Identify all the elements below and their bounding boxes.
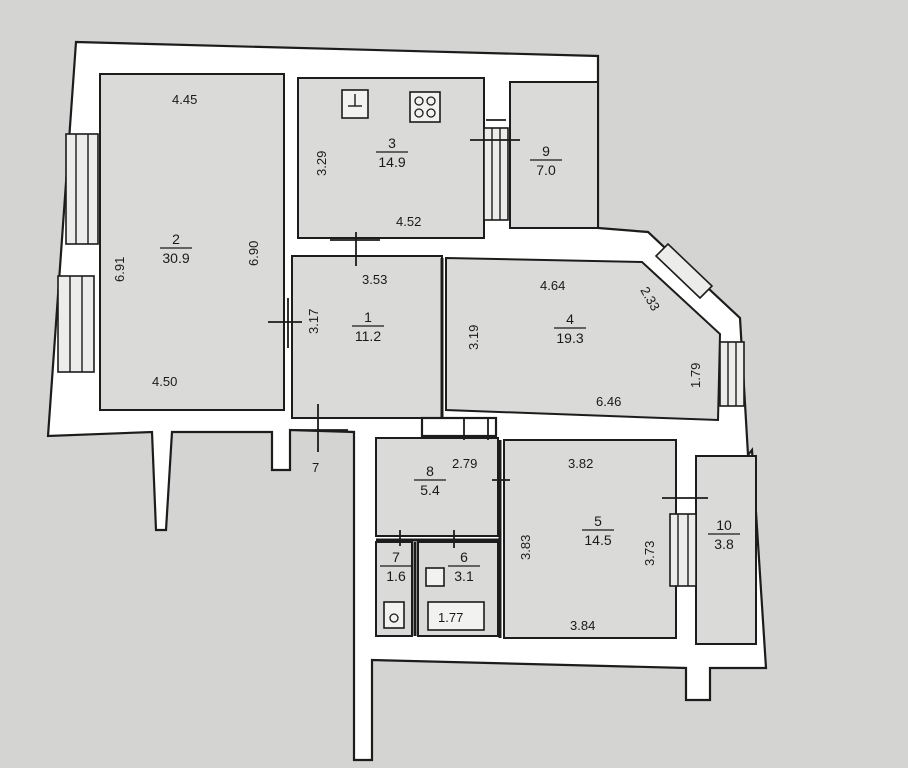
room-area: 3.8 xyxy=(714,536,734,552)
dim-r1-top: 3.53 xyxy=(362,272,387,287)
room-area: 7.0 xyxy=(536,162,556,178)
room-label-8: 85.4 xyxy=(414,463,446,498)
room-area: 1.6 xyxy=(386,568,406,584)
window-room2-lower xyxy=(57,275,95,373)
room-label-1: 111.2 xyxy=(352,309,384,344)
room-area: 3.1 xyxy=(454,568,474,584)
room-label-4: 419.3 xyxy=(554,311,586,346)
dim-r4-bottom: 6.46 xyxy=(596,394,621,409)
room-area: 19.3 xyxy=(556,330,583,346)
toilet-fixture xyxy=(383,601,405,629)
room-area: 14.9 xyxy=(378,154,405,170)
room-area: 14.5 xyxy=(584,532,611,548)
room-number: 8 xyxy=(426,463,434,479)
partition-stub xyxy=(420,416,498,438)
room-label-6: 63.1 xyxy=(448,549,480,584)
room-number: 5 xyxy=(594,513,602,529)
dim-r2-right: 6.90 xyxy=(246,241,261,266)
room-label-5: 514.5 xyxy=(582,513,614,548)
window-room2-upper xyxy=(65,133,99,245)
room-1-hall xyxy=(291,255,443,419)
room-5-bedroom xyxy=(503,439,677,639)
dim-r4-top: 4.64 xyxy=(540,278,565,293)
room-8-hall xyxy=(375,437,499,537)
room-number: 4 xyxy=(566,311,574,327)
corridor-label: 7 xyxy=(312,460,319,475)
dim-r1-left: 3.17 xyxy=(306,309,321,334)
window-kitchen xyxy=(483,127,509,221)
room-area: 11.2 xyxy=(355,328,381,344)
room-number: 9 xyxy=(542,143,550,159)
room-label-3: 314.9 xyxy=(376,135,408,170)
room-4-bedroom xyxy=(445,256,722,422)
bathtub-dim: 1.77 xyxy=(438,610,463,625)
room-label-9: 97.0 xyxy=(530,143,562,178)
room-area: 30.9 xyxy=(162,250,189,266)
room-number: 7 xyxy=(392,549,400,565)
bathtub-fixture xyxy=(427,601,485,631)
dim-r4-left: 3.19 xyxy=(466,325,481,350)
room-label-2: 230.9 xyxy=(160,231,192,266)
dim-r5-right: 3.73 xyxy=(642,541,657,566)
room-number: 6 xyxy=(460,549,468,565)
room-number: 2 xyxy=(172,231,180,247)
door-marks xyxy=(268,119,708,548)
dim-r5-left: 3.83 xyxy=(518,535,533,560)
window-room4-diag xyxy=(654,242,714,300)
dim-r5-bottom: 3.84 xyxy=(570,618,595,633)
room-label-10: 103.8 xyxy=(708,517,740,552)
room-2-living xyxy=(99,73,285,411)
room-number: 3 xyxy=(388,135,396,151)
room-label-7: 71.6 xyxy=(380,549,412,584)
stove-fixture xyxy=(409,91,441,123)
dim-r4-right: 1.79 xyxy=(688,363,703,388)
room-number: 10 xyxy=(716,517,732,533)
room-area: 5.4 xyxy=(420,482,440,498)
room-labels: 111.2230.9314.9419.3514.563.171.685.497.… xyxy=(160,135,740,584)
dim-r5-top: 3.82 xyxy=(568,456,593,471)
dim-r2-top: 4.45 xyxy=(172,92,197,107)
window-room4-right xyxy=(719,341,745,407)
room-9 xyxy=(509,81,599,229)
room-10-balcony xyxy=(695,455,757,645)
dim-r8-top: 2.79 xyxy=(452,456,477,471)
washbasin-fixture xyxy=(425,567,445,587)
room-number: 1 xyxy=(364,309,372,325)
dim-r3-bottom: 4.52 xyxy=(396,214,421,229)
window-room5 xyxy=(669,513,697,587)
dim-r2-bottom: 4.50 xyxy=(152,374,177,389)
dim-r2-left: 6.91 xyxy=(112,257,127,282)
dim-r3-left: 3.29 xyxy=(314,151,329,176)
